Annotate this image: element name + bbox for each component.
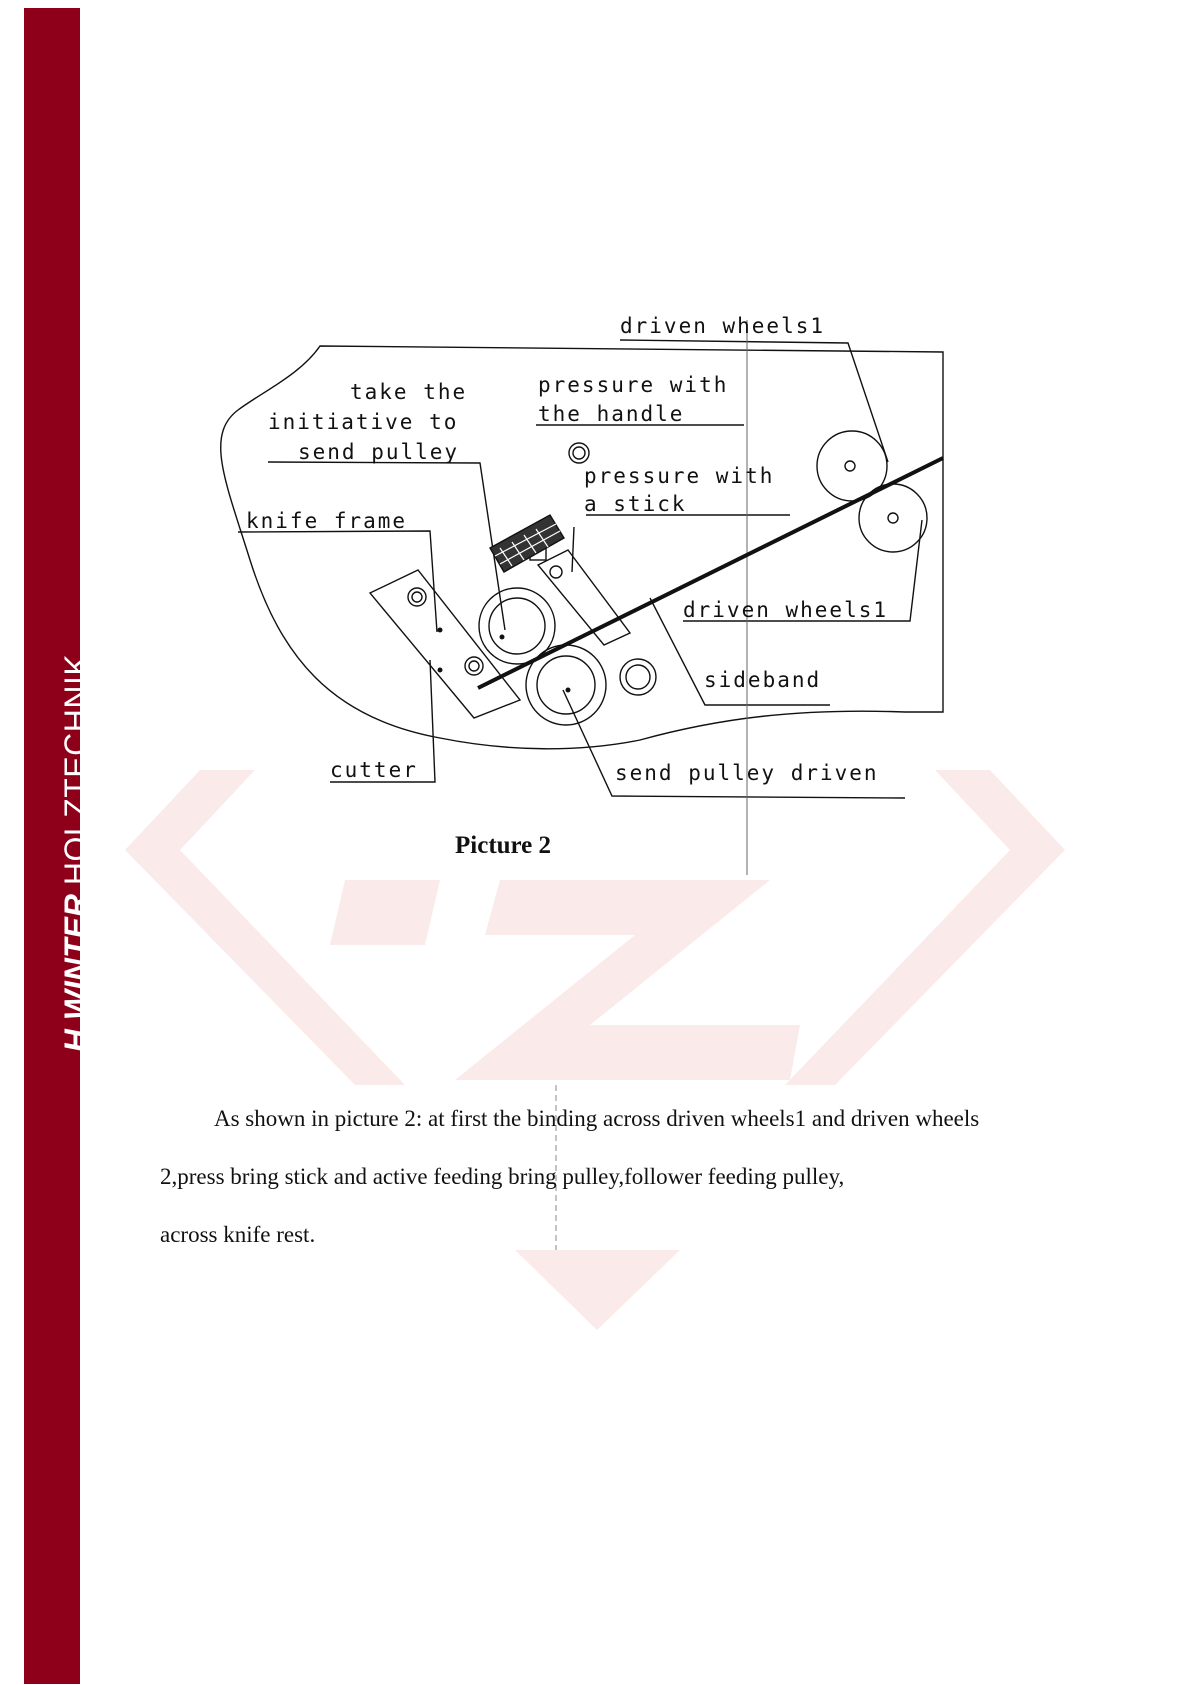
paragraph-line-2: 2,press bring stick and active feeding b… <box>160 1164 845 1189</box>
label-take-initiative-1: take the <box>350 380 467 404</box>
label-driven-wheels1-top: driven wheels1 <box>620 314 825 338</box>
label-take-initiative-3: send pulley <box>298 440 459 464</box>
label-driven-wheels1-lower: driven wheels1 <box>683 598 888 622</box>
label-knife-frame: knife frame <box>246 509 407 533</box>
body-paragraph: As shown in picture 2: at first the bind… <box>160 1090 1120 1264</box>
paragraph-line-3: across knife rest. <box>160 1222 316 1247</box>
label-pressure-handle-2: the handle <box>538 402 684 426</box>
label-pressure-stick-1: pressure with <box>584 464 774 488</box>
label-pressure-handle-1: pressure with <box>538 373 728 397</box>
label-cutter: cutter <box>330 758 418 782</box>
figure-caption: Picture 2 <box>455 832 552 859</box>
label-sideband: sideband <box>704 668 821 692</box>
brand-sidebar: H.WINTER HOLZTECHNIK <box>24 8 94 1684</box>
paragraph-line-1: As shown in picture 2: at first the bind… <box>214 1106 980 1131</box>
label-take-initiative-2: initiative to <box>268 410 458 434</box>
label-send-pulley-driven: send pulley driven <box>615 761 879 785</box>
label-pressure-stick-2: a stick <box>584 492 687 516</box>
